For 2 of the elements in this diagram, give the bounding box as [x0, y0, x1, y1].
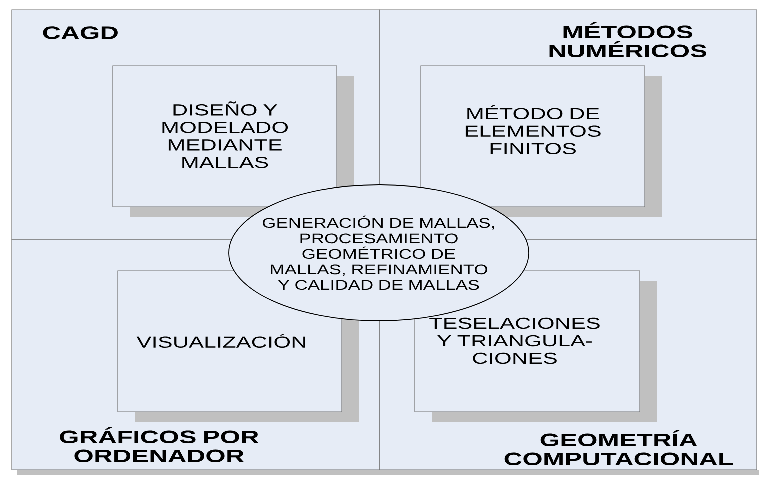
topic-box: DISEÑO Y MODELADO MEDIANTE MALLAS [112, 66, 354, 217]
topic-box: MÉTODO DE ELEMENTOS FINITOS [420, 66, 662, 217]
